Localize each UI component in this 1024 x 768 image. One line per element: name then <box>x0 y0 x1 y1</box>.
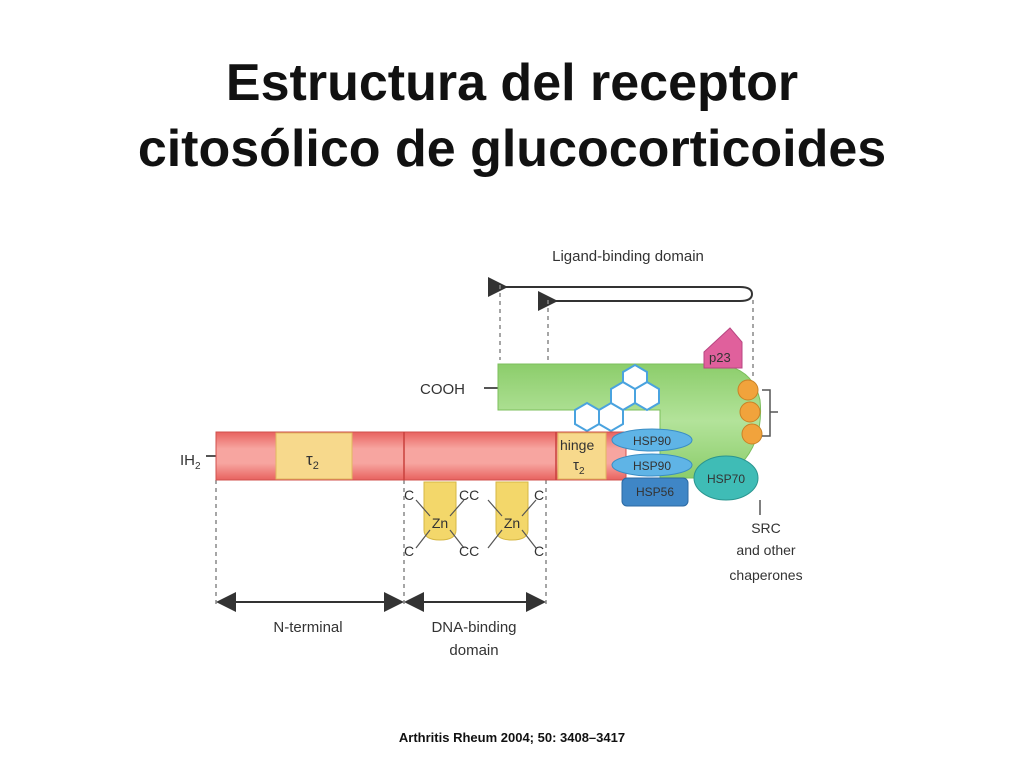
ligand-domain-arrow-outer <box>538 286 754 311</box>
cys-label-3: C <box>404 543 414 559</box>
title-line-1: Estructura del receptor <box>225 54 799 112</box>
hsp56-label: HSP56 <box>636 485 674 499</box>
tau2-label: τ2 <box>306 450 319 472</box>
cys-label-1: C <box>404 487 414 503</box>
cys-label-2: C <box>534 487 544 503</box>
n-terminal-label: N-terminal <box>273 619 342 636</box>
zn-left-label: Zn <box>432 515 448 531</box>
cys-pair-label-2: CC <box>459 543 479 559</box>
tau2-text: τ <box>306 450 313 469</box>
hinge-tau-text: τ <box>573 457 579 474</box>
nh2-text: IH <box>180 452 195 469</box>
hsp90-top-protein <box>611 428 693 452</box>
src-label-line-2: and other <box>736 542 795 558</box>
src-label-line-3: chaperones <box>729 567 802 583</box>
cys-pair-label-1: CC <box>459 487 479 503</box>
tau2-domain-box <box>275 432 353 480</box>
p23-protein <box>703 327 743 369</box>
hsp56-protein <box>621 477 689 507</box>
hsp70-label: HSP70 <box>707 472 745 486</box>
cysteine-bonds <box>415 499 537 549</box>
hsp90-bottom-label: HSP90 <box>633 459 671 473</box>
zinc-finger-left: Zn <box>423 481 457 541</box>
src-bracket <box>762 389 778 437</box>
cys-label-4: C <box>534 543 544 559</box>
hsp70-protein <box>693 455 759 501</box>
zinc-finger-right: Zn <box>495 481 529 541</box>
src-label-line-1: SRC <box>751 520 781 536</box>
dna-binding-label-line-2: domain <box>449 642 498 659</box>
slide-title: Estructura del receptor citosólico de gl… <box>0 50 1024 182</box>
hsp90-top-label: HSP90 <box>633 434 671 448</box>
hsp90-bottom-protein <box>611 453 693 477</box>
dna-binding-label-line-1: DNA-binding <box>431 619 516 636</box>
citation: Arthritis Rheum 2004; 50: 3408–3417 <box>398 730 626 745</box>
cooh-label: COOH <box>420 381 465 398</box>
nh2-label: IH2 <box>180 452 201 472</box>
nh2-subscript: 2 <box>195 461 201 472</box>
zn-right-label: Zn <box>504 515 520 531</box>
hinge-label: hinge <box>560 437 594 453</box>
hinge-tau-subscript: 2 <box>579 466 585 477</box>
p23-label: p23 <box>709 350 731 365</box>
hinge-tau-label: τ2 <box>573 457 585 477</box>
steroid-ligand-icon <box>574 363 660 433</box>
tau2-subscript: 2 <box>313 460 319 472</box>
hinge-domain-box <box>557 432 607 480</box>
ligand-binding-domain-label: Ligand-binding domain <box>552 248 704 265</box>
src-chaperone-beads <box>737 379 763 445</box>
title-line-2: citosólico de glucocorticoides <box>137 120 887 178</box>
